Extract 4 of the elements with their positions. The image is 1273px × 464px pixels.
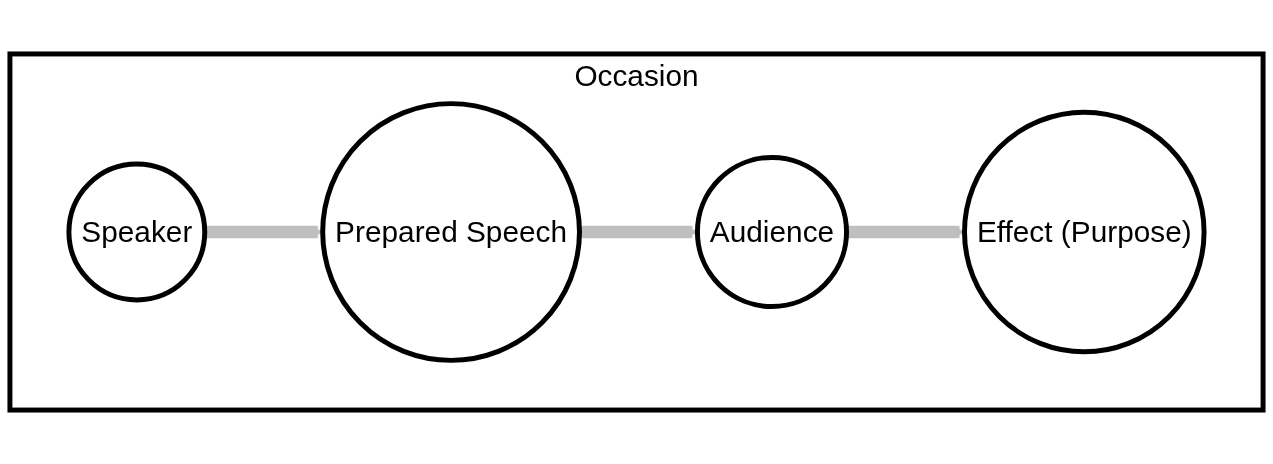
node-circle: Audience [694,154,849,310]
node-circle: Prepared Speech [320,101,582,363]
node-circle: Effect (Purpose) [962,109,1207,355]
node-circle: Speaker [66,161,208,303]
